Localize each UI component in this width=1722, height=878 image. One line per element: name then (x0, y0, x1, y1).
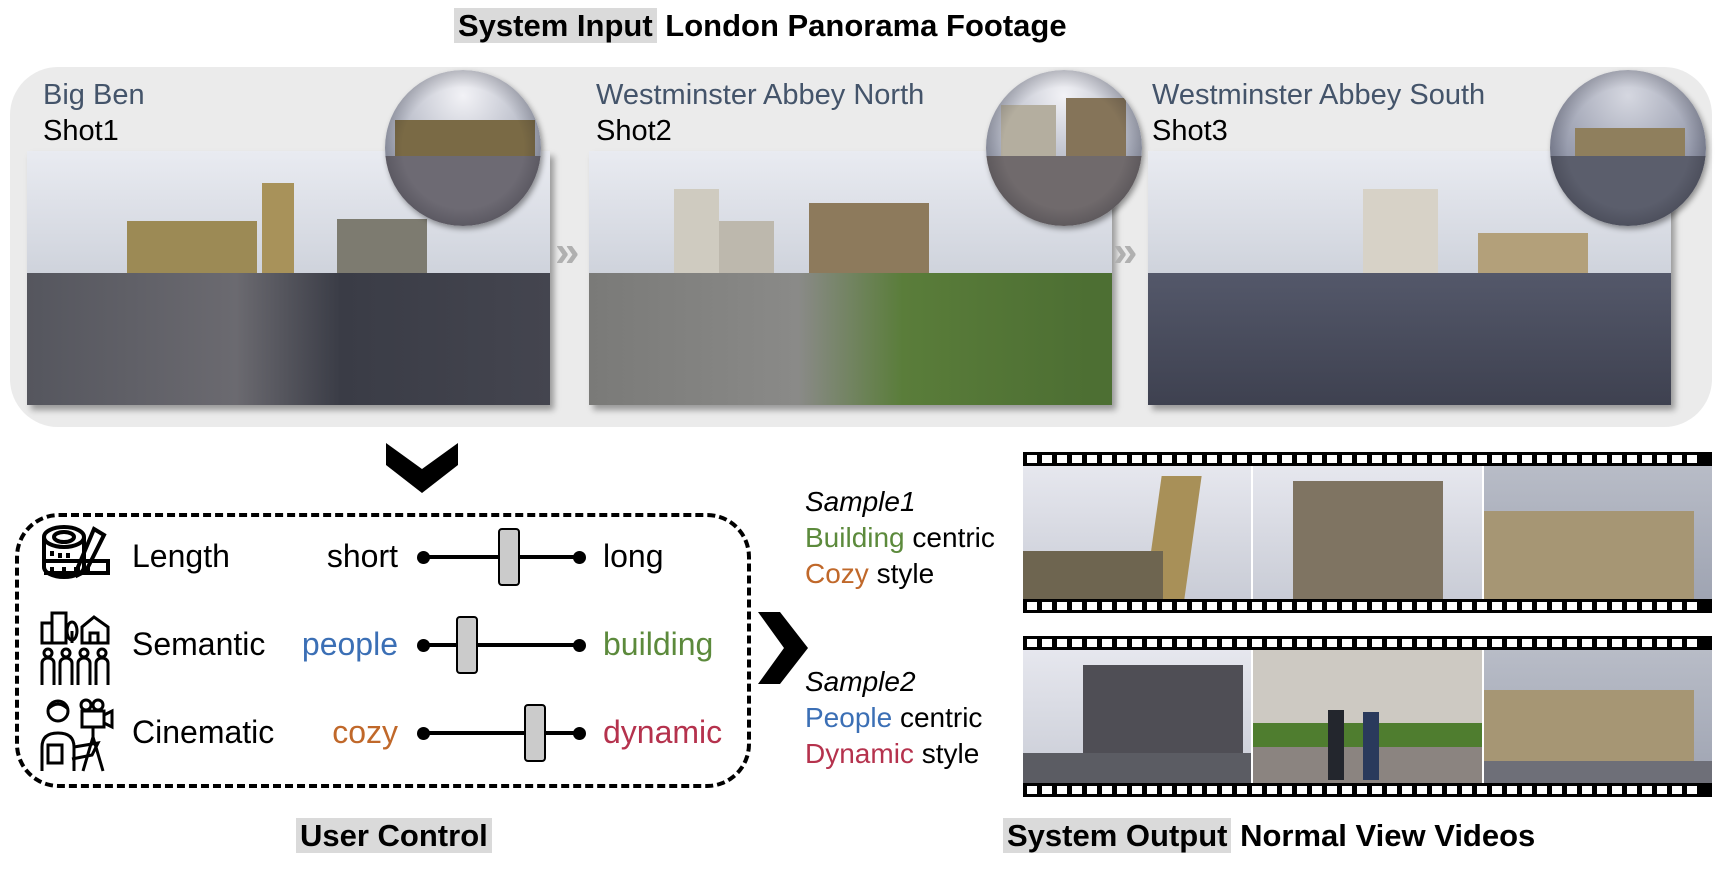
shot-label: Shot2 (596, 115, 672, 147)
chevron-down-icon (386, 443, 458, 493)
style-key: Cozy (805, 558, 869, 589)
video-frame (1483, 466, 1712, 599)
control-label: Length (132, 538, 230, 574)
slider-low-label: people (301, 626, 398, 662)
control-label: Cinematic (132, 714, 275, 750)
slider-high-label: building (603, 626, 714, 662)
video-frame (1253, 650, 1482, 783)
video-frame (1253, 466, 1482, 599)
user-control-panel (15, 513, 751, 788)
input-panorama-panel: Big Ben Shot1 » Westminster Abbey North … (10, 67, 1712, 427)
video-frame (1023, 650, 1252, 783)
slider-length[interactable] (417, 528, 586, 586)
semantic-rest: centric (892, 702, 983, 733)
slider-low-label: short (326, 538, 398, 574)
title-highlight: System Input (454, 8, 657, 43)
control-label: Semantic (132, 626, 266, 662)
semantic-key: People (805, 702, 893, 733)
slider-high-label: dynamic (603, 714, 723, 750)
title-text: Normal View Videos (1240, 818, 1536, 853)
slider-endpoint (573, 550, 586, 564)
style-rest: style (913, 738, 980, 769)
title-highlight: System Output (1003, 818, 1232, 853)
sample-name: Sample1 (805, 486, 916, 517)
cameraman-icon (40, 698, 114, 772)
system-input-title: System Input London Panorama Footage (454, 8, 1067, 44)
next-shot-arrow: » (555, 227, 580, 276)
shot-location: Westminster Abbey South (1152, 79, 1486, 111)
slider-high-label: long (603, 538, 664, 574)
chevron-right-icon (758, 612, 808, 684)
shot-label: Shot3 (1152, 115, 1228, 147)
slider-handle[interactable] (455, 616, 478, 674)
shot-location: Big Ben (43, 79, 145, 111)
user-control-title: User Control (296, 818, 492, 854)
video-frame (1023, 466, 1252, 599)
title-text: London Panorama Footage (665, 8, 1067, 43)
fisheye-sphere (385, 70, 541, 226)
film-perforations (1023, 452, 1712, 466)
film-strip-sample-1 (1023, 452, 1712, 613)
style-key: Dynamic (805, 738, 914, 769)
slider-handle[interactable] (524, 704, 547, 762)
slider-endpoint (573, 638, 586, 652)
buildings-people-icon (40, 611, 110, 685)
slider-endpoint (417, 550, 430, 564)
sample-2-description: Sample2 People centric Dynamic style (805, 664, 982, 772)
film-strip-sample-2 (1023, 636, 1712, 797)
semantic-key: Building (805, 522, 905, 553)
film-perforations (1023, 599, 1712, 613)
semantic-rest: centric (904, 522, 995, 553)
fisheye-sphere (1550, 70, 1706, 226)
film-perforations (1023, 636, 1712, 650)
video-frame (1483, 650, 1712, 783)
slider-handle[interactable] (497, 528, 520, 586)
slider-semantic[interactable] (417, 616, 586, 674)
title-highlight: User Control (296, 818, 492, 853)
slider-endpoint (417, 638, 430, 652)
system-output-title: System Output Normal View Videos (1003, 818, 1535, 854)
next-shot-arrow: » (1113, 227, 1138, 276)
film-perforations (1023, 783, 1712, 797)
slider-cinematic[interactable] (417, 704, 586, 762)
slider-low-label: cozy (332, 714, 398, 750)
sample-1-description: Sample1 Building centric Cozy style (805, 484, 995, 592)
fisheye-sphere (986, 70, 1142, 226)
shot-label: Shot1 (43, 115, 119, 147)
slider-endpoint (573, 726, 586, 740)
slider-endpoint (417, 726, 430, 740)
shot-location: Westminster Abbey North (596, 79, 925, 111)
measuring-tape-icon (42, 525, 110, 579)
sample-name: Sample2 (805, 666, 916, 697)
style-rest: style (868, 558, 935, 589)
